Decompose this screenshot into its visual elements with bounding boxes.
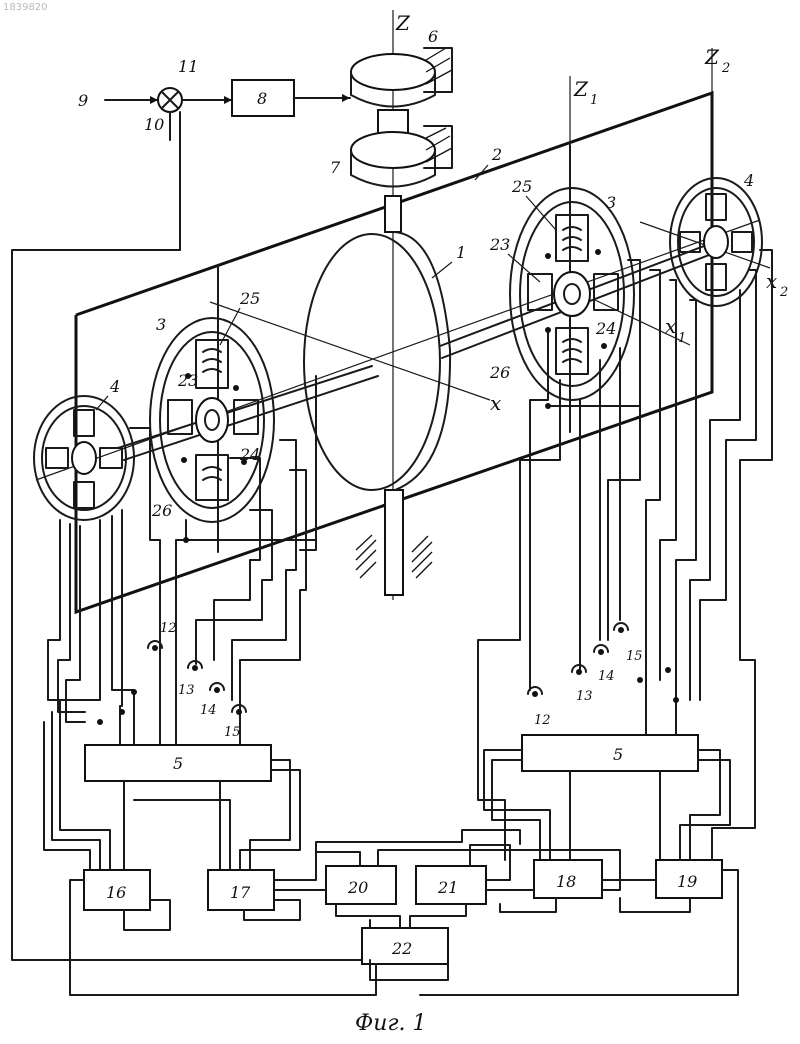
figure-caption: Фиг. 1: [355, 1011, 427, 1036]
label-15-right: 15: [626, 649, 643, 664]
sensor-4-left: 4: [34, 377, 134, 520]
block-16: 16: [84, 870, 150, 910]
motor-6: 6: [351, 27, 452, 107]
label-25-right: 25: [511, 177, 532, 196]
axis-x2-sub: 2: [779, 285, 788, 300]
axis-z1-label: Z: [573, 77, 589, 101]
terminals-right: 15 14 13 12: [528, 623, 643, 728]
label-7: 7: [330, 158, 341, 177]
rotor-1: 1: [304, 232, 466, 490]
block-19: 19: [656, 860, 722, 898]
bearing-3-right: 3 25 23 24 26: [489, 177, 634, 400]
label-13-right: 13: [576, 689, 593, 704]
label-8: 8: [257, 89, 267, 108]
block-5-right: [522, 735, 698, 771]
label-5-right: 5: [613, 745, 623, 764]
label-24-right: 24: [595, 319, 616, 338]
label-1: 1: [456, 243, 466, 262]
axis-z1-sub: 1: [590, 93, 598, 108]
axis-z-label: Z: [395, 11, 411, 35]
axis-z2-label: Z: [704, 45, 720, 69]
label-23-right: 23: [489, 235, 510, 254]
label-17: 17: [230, 883, 251, 902]
lower-shaft: [356, 490, 432, 595]
label-14-left: 14: [200, 703, 217, 718]
bearing-3-left: 3 25 23 24 26: [150, 289, 274, 522]
label-9: 9: [78, 91, 88, 110]
label-3-right: 3: [606, 193, 616, 212]
upper-shaft: [385, 196, 401, 232]
axis-z2: Z 2: [704, 45, 730, 100]
sensor-4-right: 4: [670, 171, 762, 306]
label-16: 16: [106, 883, 126, 902]
watermark-text: 1839820: [3, 2, 48, 13]
label-19: 19: [677, 872, 697, 891]
motor-7: 7: [330, 110, 452, 187]
label-12-right: 12: [534, 713, 551, 728]
label-26-right: 26: [489, 363, 510, 382]
block-20: 20: [326, 866, 396, 904]
label-6: 6: [428, 27, 438, 46]
wiring-bottom: [70, 830, 738, 995]
label-15-left: 15: [224, 725, 241, 740]
label-25-left: 25: [239, 289, 260, 308]
axis-x1-label: x: [665, 314, 676, 338]
label-3-left: 3: [156, 315, 166, 334]
label-18: 18: [556, 872, 576, 891]
label-26-left: 26: [151, 501, 172, 520]
block-21: 21: [416, 866, 486, 904]
label-13-left: 13: [178, 683, 195, 698]
label-23-left: 23: [177, 371, 198, 390]
label-14-right: 14: [598, 669, 615, 684]
block-18: 18: [534, 860, 602, 898]
label-5-left: 5: [173, 754, 183, 773]
label-4-right: 4: [743, 171, 754, 190]
label-10: 10: [144, 115, 164, 134]
label-22: 22: [391, 939, 412, 958]
label-20: 20: [347, 878, 368, 897]
label-12-left: 12: [160, 621, 177, 636]
block-22: 22: [362, 928, 448, 964]
label-2: 2: [491, 145, 502, 164]
axis-z2-sub: 2: [721, 61, 730, 76]
label-11: 11: [178, 57, 198, 76]
axis-x-label: x: [490, 391, 501, 415]
label-24-left: 24: [239, 445, 260, 464]
label-21: 21: [437, 878, 458, 897]
axis-x1-sub: 1: [678, 331, 686, 346]
block-17: 17: [208, 870, 274, 910]
label-4-left: 4: [109, 377, 120, 396]
